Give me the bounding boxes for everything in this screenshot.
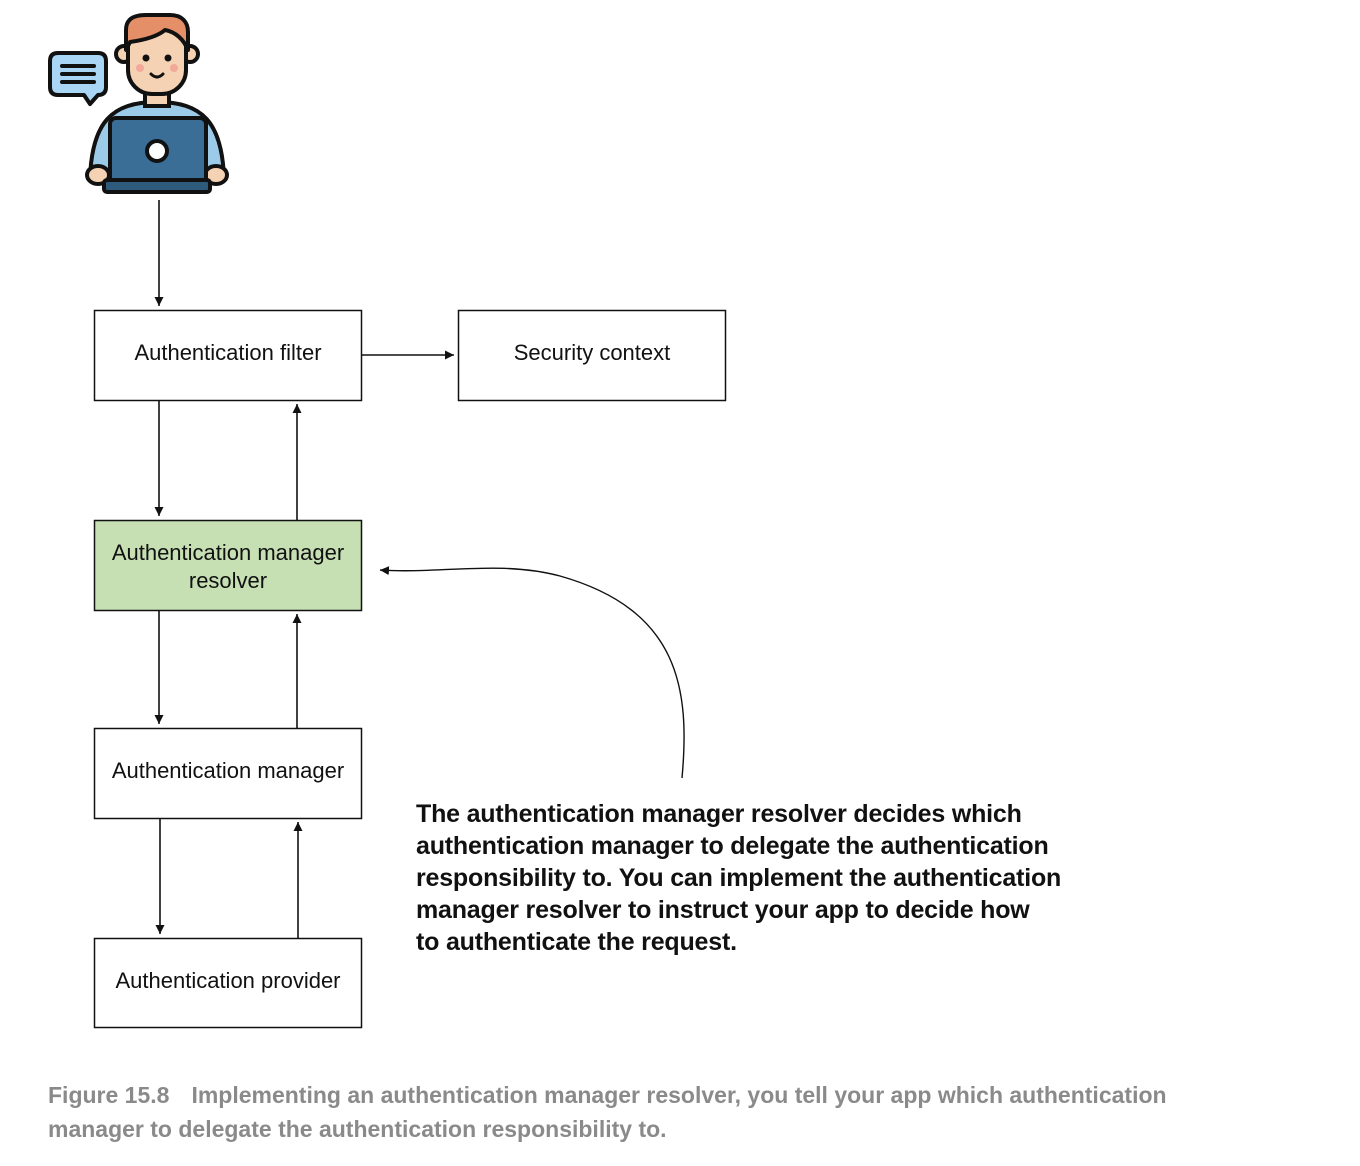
security-context-label: Security context xyxy=(514,340,671,365)
security-context-box: Security context xyxy=(457,309,727,402)
authentication-provider-label: Authentication provider xyxy=(115,968,340,993)
annotation-line: manager resolver to instruct your app to… xyxy=(416,896,1030,924)
annotation-line: authentication manager to delegate the a… xyxy=(416,832,1049,860)
annotation-line: to authenticate the request. xyxy=(416,928,737,956)
annotation-line: The authentication manager resolver deci… xyxy=(416,800,1022,828)
resolver-label-line1: Authentication manager xyxy=(112,540,344,565)
annotation-line: responsibility to. You can implement the… xyxy=(416,864,1062,892)
speech-bubble-icon xyxy=(48,51,108,106)
annotation-text: The authentication manager resolver deci… xyxy=(416,798,1116,958)
authentication-filter-box: Authentication filter xyxy=(93,309,363,402)
authentication-filter-label: Authentication filter xyxy=(134,340,321,365)
authentication-manager-box: Authentication manager xyxy=(93,727,363,820)
caption-line1: Implementing an authentication manager r… xyxy=(191,1082,1167,1108)
authentication-manager-resolver-box: Authentication manager resolver xyxy=(93,519,363,612)
figure-caption: Figure 15.8 Implementing an authenticatio… xyxy=(48,1078,1338,1146)
annotation-pointer-arrow xyxy=(379,566,685,779)
caption-line2: manager to delegate the authentication r… xyxy=(48,1116,667,1142)
user-with-laptop-icon xyxy=(85,13,229,194)
authentication-manager-label: Authentication manager xyxy=(112,758,344,783)
figure-number: Figure 15.8 xyxy=(48,1082,170,1108)
authentication-provider-box: Authentication provider xyxy=(93,937,363,1029)
resolver-label-line2: resolver xyxy=(189,568,267,593)
